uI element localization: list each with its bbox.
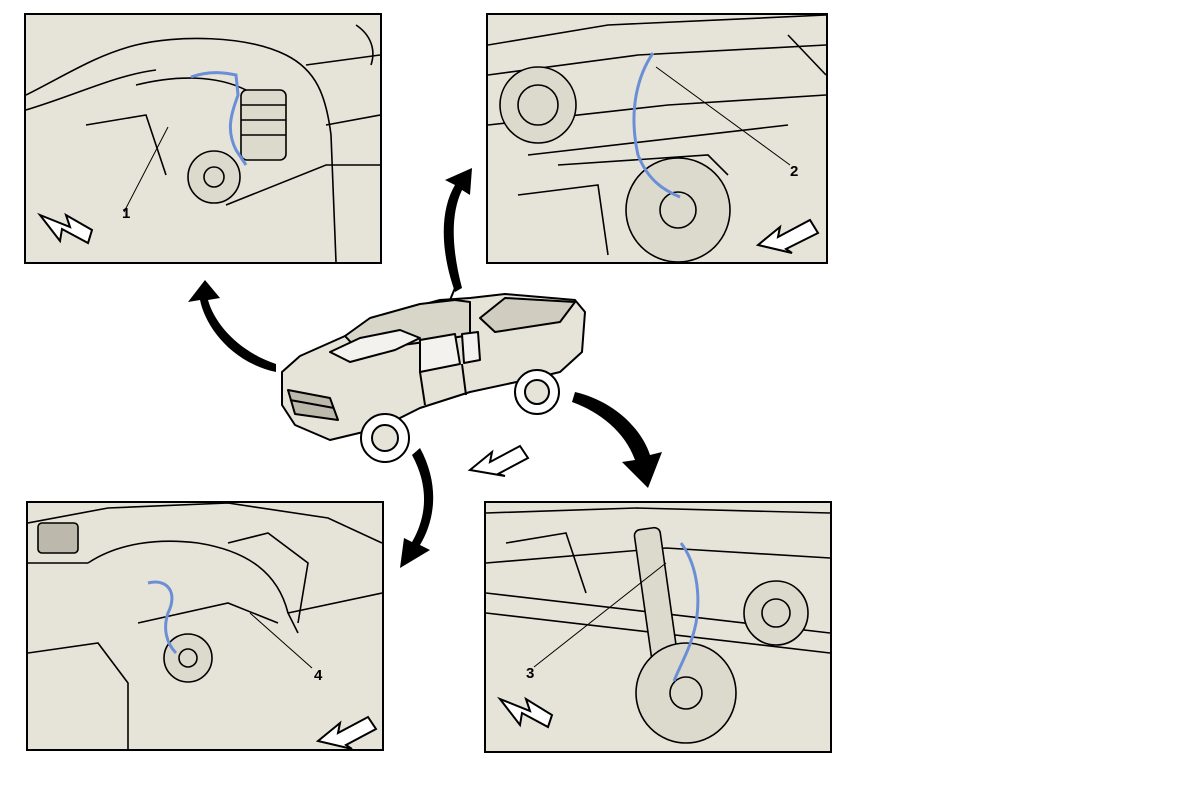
callout-leader-line (249, 612, 313, 669)
direction-arrow-icon (755, 218, 820, 254)
callout-label-1: 1 (122, 205, 131, 222)
direction-arrow-icon (36, 212, 94, 245)
callout-label-4: 4 (314, 667, 323, 684)
wheel-speed-sensor-harness (147, 580, 178, 655)
front-left-wheel-sensor-view: 1 (24, 13, 382, 264)
front-right-wheel-sensor-view: 4 (26, 501, 384, 751)
callout-leader-line (655, 66, 791, 166)
callout-leader-line (123, 126, 169, 213)
pointer-arrow-icon (188, 168, 662, 568)
direction-arrow-icon (467, 444, 530, 477)
wheel-speed-sensor-harness (672, 542, 700, 682)
rear-right-axle-illustration (486, 507, 830, 744)
wheel-speed-sensor-harness (632, 52, 681, 199)
rear-right-wheel-sensor-view: 3 (484, 501, 832, 753)
front-left-suspension-illustration (26, 24, 380, 262)
callout-label-2: 2 (790, 163, 799, 180)
rear-left-wheel-sensor-view: 2 (486, 13, 828, 264)
direction-arrow-icon (315, 715, 378, 749)
callout-leader-line (533, 562, 667, 668)
front-right-suspension-illustration (28, 503, 382, 749)
wheel-speed-sensor-harness (190, 71, 248, 166)
callout-label-3: 3 (526, 665, 535, 682)
rear-left-axle-illustration (488, 15, 826, 262)
pickup-truck-icon (281, 287, 586, 463)
direction-arrow-icon (496, 696, 554, 729)
